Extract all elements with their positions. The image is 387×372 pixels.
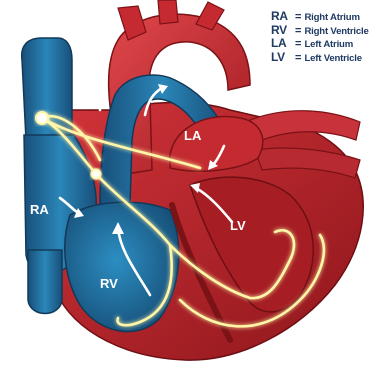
legend-item: LA = Left Atrium (271, 37, 383, 51)
chamber-label-rv: RV (100, 276, 118, 291)
chamber-label-ra: RA (30, 202, 49, 217)
legend-abbr: LA (271, 37, 295, 51)
legend-item: RV = Right Ventricle (271, 24, 383, 38)
legend-meaning: Right Atrium (304, 11, 359, 25)
chamber-label-lv: LV (230, 218, 246, 233)
legend-item: RA = Right Atrium (271, 10, 383, 24)
legend-separator: = (295, 52, 301, 66)
legend-meaning: Left Ventricle (304, 52, 361, 66)
legend-item: LV = Left Ventricle (271, 51, 383, 65)
av-node (92, 170, 101, 179)
aorta-branch-2 (158, 0, 178, 24)
legend: RA = Right Atrium RV = Right Ventricle L… (271, 10, 383, 64)
chamber-label-la: LA (184, 128, 202, 143)
legend-meaning: Left Atrium (304, 38, 353, 52)
legend-meaning: Right Ventricle (304, 25, 368, 39)
inferior-vena-cava (28, 250, 62, 314)
legend-abbr: RA (271, 10, 295, 24)
sa-node (36, 112, 48, 124)
legend-abbr: RV (271, 24, 295, 38)
legend-abbr: LV (271, 51, 295, 65)
legend-separator: = (295, 11, 301, 25)
legend-separator: = (295, 38, 301, 52)
arrow-aorta-up-head (94, 72, 106, 84)
legend-separator: = (295, 25, 301, 39)
superior-vena-cava (22, 38, 72, 140)
